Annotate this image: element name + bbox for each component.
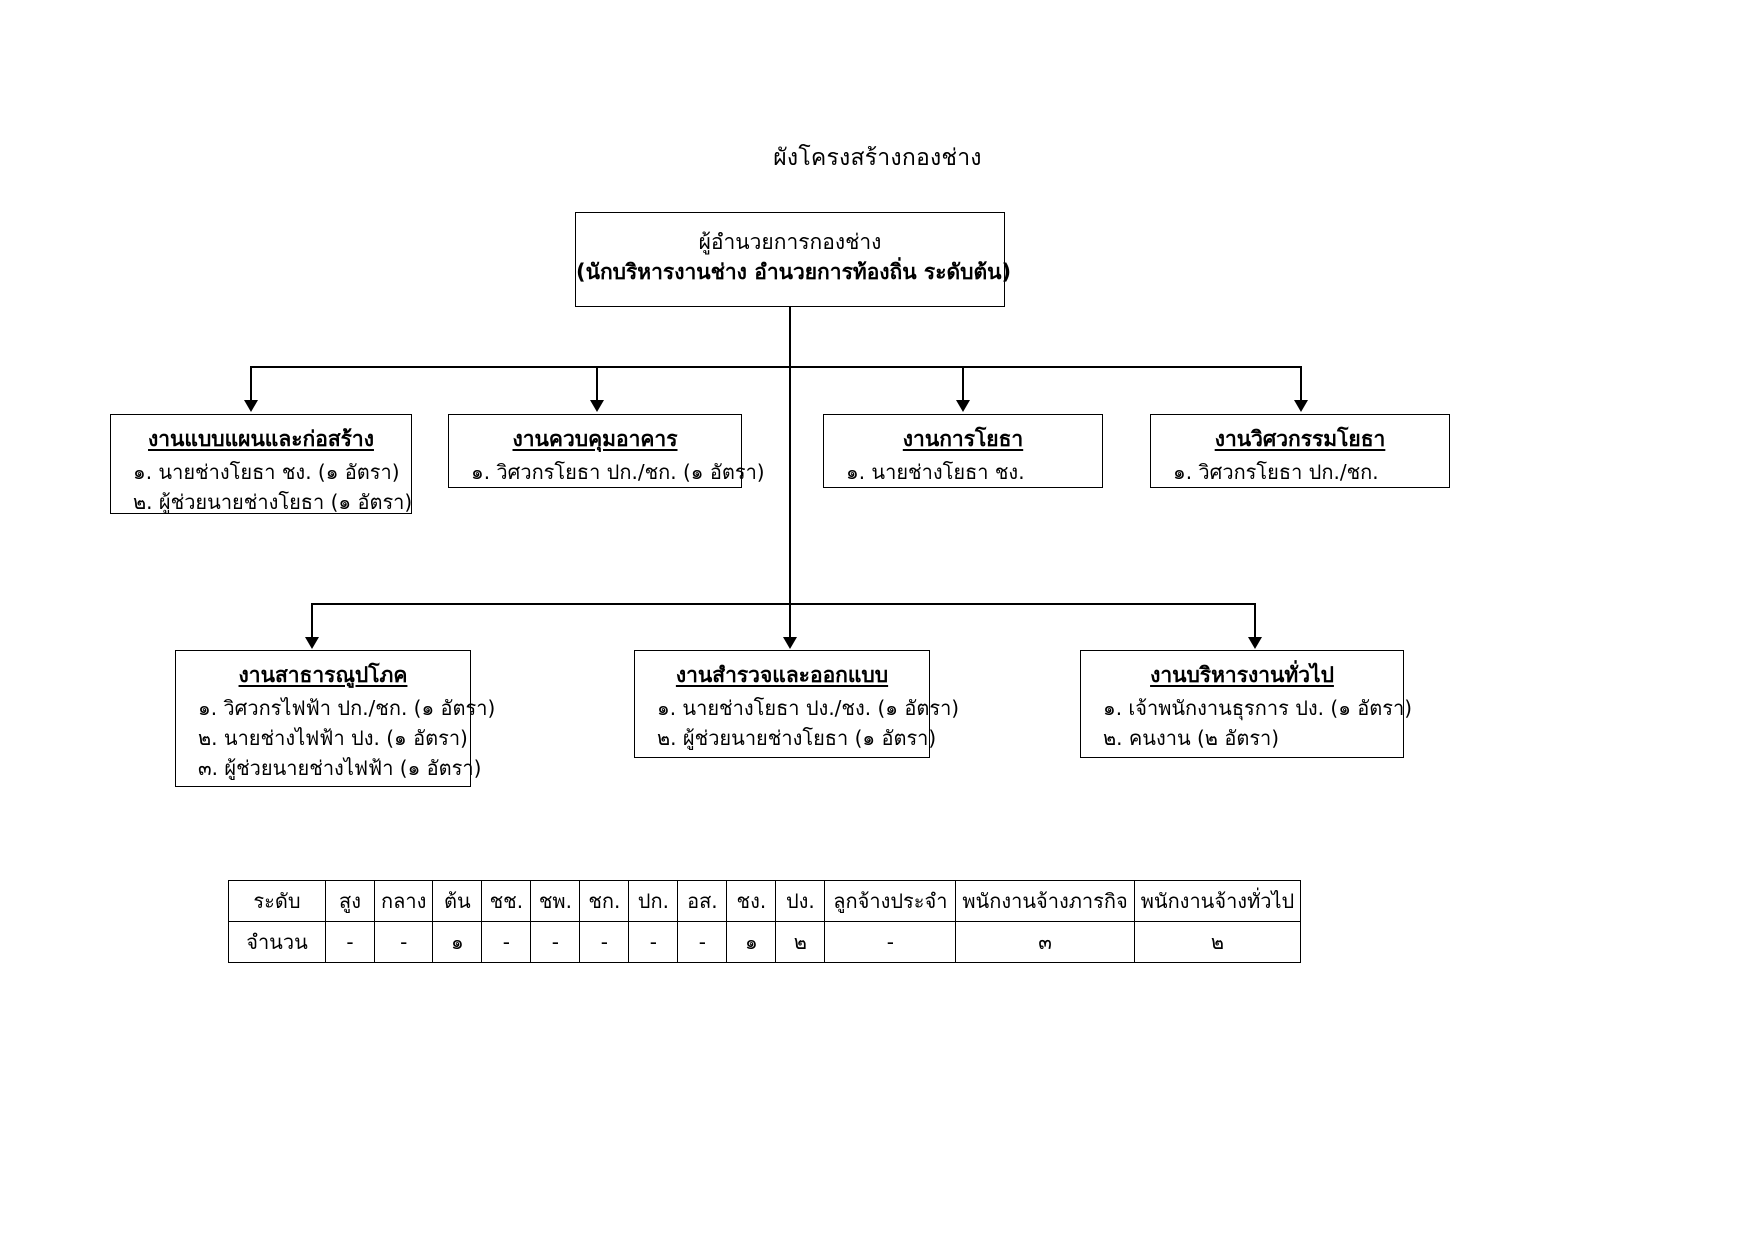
list-item: ๒. นายช่างไฟฟ้า ปง. (๑ อัตรา) — [198, 726, 468, 751]
node-general-administration: งานบริหารงานทั่วไป ๑. เจ้าพนักงานธุรการ … — [1080, 650, 1413, 758]
node-public-works-title: งานการโยธา — [902, 427, 1024, 451]
connector-drop-eng — [1300, 366, 1302, 402]
node-general-administration-list: ๑. เจ้าพนักงานธุรการ ปง. (๑ อัตรา) ๒. คน… — [1081, 694, 1413, 753]
table-row-label: จำนวน — [228, 921, 326, 963]
node-public-works: งานการโยธา ๑. นายช่างโยธา ชง. — [823, 414, 1103, 488]
column-header: กลาง — [373, 880, 434, 922]
node-civil-engineering: งานวิศวกรรมโยธา ๑. วิศวกรโยธา ปก./ชก. — [1150, 414, 1450, 488]
node-building-control-list: ๑. วิศวกรโยธา ปก./ชก. (๑ อัตรา) — [449, 458, 765, 488]
table-cell: ๒ — [775, 921, 826, 963]
table-row-header: ระดับ สูง กลาง ต้น ชช. ชพ. ชก. ปก. อส. ช… — [228, 880, 1302, 922]
connector-row1-bus — [250, 366, 1301, 368]
arrow-civil — [956, 400, 970, 412]
connector-drop-plan — [250, 366, 252, 402]
connector-drop-utility — [311, 603, 313, 639]
node-utilities: งานสาธารณูปโภค ๑. วิศวกรไฟฟ้า ปก./ชก. (๑… — [175, 650, 496, 787]
table-cell: - — [628, 921, 679, 963]
node-civil-engineering-list: ๑. วิศวกรโยธา ปก./ชก. — [1151, 458, 1449, 488]
node-director-title: ผู้อำนวยการกองช่าง — [698, 230, 882, 254]
connector-drop-survey — [789, 603, 791, 639]
table-cell: ๑ — [726, 921, 777, 963]
node-utilities-title: งานสาธารณูปโภค — [238, 663, 408, 687]
node-civil-engineering-title: งานวิศวกรรมโยธา — [1214, 427, 1386, 451]
connector-drop-admin — [1254, 603, 1256, 639]
column-header: ชพ. — [530, 880, 581, 922]
column-header: ชก. — [579, 880, 630, 922]
column-header: ต้น — [432, 880, 483, 922]
node-survey-design: งานสำรวจและออกแบบ ๑. นายช่างโยธา ปง./ชง.… — [634, 650, 960, 758]
connector-root-stem — [789, 307, 791, 367]
table-cell: - — [325, 921, 375, 963]
node-survey-design-list: ๑. นายช่างโยธา ปง./ชง. (๑ อัตรา) ๒. ผู้ช… — [635, 694, 960, 753]
column-header: ปก. — [628, 880, 679, 922]
arrow-survey — [783, 637, 797, 649]
table-row-label: ระดับ — [228, 880, 326, 922]
list-item: ๒. ผู้ช่วยนายช่างโยธา (๑ อัตรา) — [657, 726, 937, 751]
node-plan-construction-list: ๑. นายช่างโยธา ชง. (๑ อัตรา) ๒. ผู้ช่วยน… — [111, 458, 413, 517]
column-header: ชง. — [726, 880, 777, 922]
node-building-control-title: งานควบคุมอาคาร — [512, 427, 678, 451]
table-cell: - — [579, 921, 630, 963]
table-cell: - — [677, 921, 728, 963]
column-header: ลูกจ้างประจำ — [824, 880, 957, 922]
table-row-counts: จำนวน - - ๑ - - - - - ๑ ๒ - ๓ ๒ — [228, 921, 1302, 963]
node-survey-design-title: งานสำรวจและออกแบบ — [675, 663, 889, 687]
column-header: ปง. — [775, 880, 826, 922]
column-header: ชช. — [481, 880, 532, 922]
node-general-administration-title: งานบริหารงานทั่วไป — [1150, 663, 1334, 687]
node-director: ผู้อำนวยการกองช่าง (นักบริหารงานช่าง อำน… — [575, 212, 1012, 307]
table-cell: ๑ — [432, 921, 483, 963]
arrow-eng — [1294, 400, 1308, 412]
table-cell: - — [373, 921, 434, 963]
node-utilities-list: ๑. วิศวกรไฟฟ้า ปก./ชก. (๑ อัตรา) ๒. นายช… — [176, 694, 496, 783]
node-public-works-list: ๑. นายช่างโยธา ชง. — [824, 458, 1102, 488]
page-title: ผังโครงสร้างกองช่าง — [773, 145, 982, 171]
connector-row2-bus — [311, 603, 1254, 605]
table-cell: - — [824, 921, 957, 963]
table-cell: - — [530, 921, 581, 963]
node-director-subtitle: (นักบริหารงานช่าง อำนวยการท้องถิ่น ระดับ… — [576, 260, 1012, 285]
list-item: ๑. วิศวกรโยธา ปก./ชก. — [1173, 460, 1379, 485]
arrow-plan — [244, 400, 258, 412]
list-item: ๒. คนงาน (๒ อัตรา) — [1103, 726, 1280, 751]
list-item: ๑. วิศวกรไฟฟ้า ปก./ชก. (๑ อัตรา) — [198, 696, 496, 721]
list-item: ๓. ผู้ช่วยนายช่างไฟฟ้า (๑ อัตรา) — [198, 755, 482, 780]
list-item: ๑. วิศวกรโยธา ปก./ชก. (๑ อัตรา) — [471, 460, 765, 485]
list-item: ๑. นายช่างโยธา ชง. — [846, 460, 1025, 485]
list-item: ๑. เจ้าพนักงานธุรการ ปง. (๑ อัตรา) — [1103, 696, 1413, 721]
list-item: ๑. นายช่างโยธา ปง./ชง. (๑ อัตรา) — [657, 696, 960, 721]
column-header: พนักงานจ้างทั่วไป — [1133, 880, 1302, 922]
node-building-control: งานควบคุมอาคาร ๑. วิศวกรโยธา ปก./ชก. (๑ … — [448, 414, 765, 488]
node-plan-construction-title: งานแบบแผนและก่อสร้าง — [148, 427, 374, 451]
column-header: พนักงานจ้างภารกิจ — [955, 880, 1135, 922]
list-item: ๒. ผู้ช่วยนายช่างโยธา (๑ อัตรา) — [133, 490, 413, 515]
arrow-building — [590, 400, 604, 412]
list-item: ๑. นายช่างโยธา ชง. (๑ อัตรา) — [133, 460, 400, 485]
column-header: อส. — [677, 880, 728, 922]
table-cell: ๓ — [955, 921, 1135, 963]
column-header: สูง — [325, 880, 375, 922]
table-cell: - — [481, 921, 532, 963]
table-cell: ๒ — [1133, 921, 1302, 963]
arrow-utility — [305, 637, 319, 649]
connector-drop-civil — [962, 366, 964, 402]
node-plan-construction: งานแบบแผนและก่อสร้าง ๑. นายช่างโยธา ชง. … — [110, 414, 412, 514]
arrow-admin — [1248, 637, 1262, 649]
staff-summary-table: ระดับ สูง กลาง ต้น ชช. ชพ. ชก. ปก. อส. ช… — [228, 880, 1302, 963]
connector-main-stem-lower — [789, 366, 791, 604]
connector-drop-building — [596, 366, 598, 402]
